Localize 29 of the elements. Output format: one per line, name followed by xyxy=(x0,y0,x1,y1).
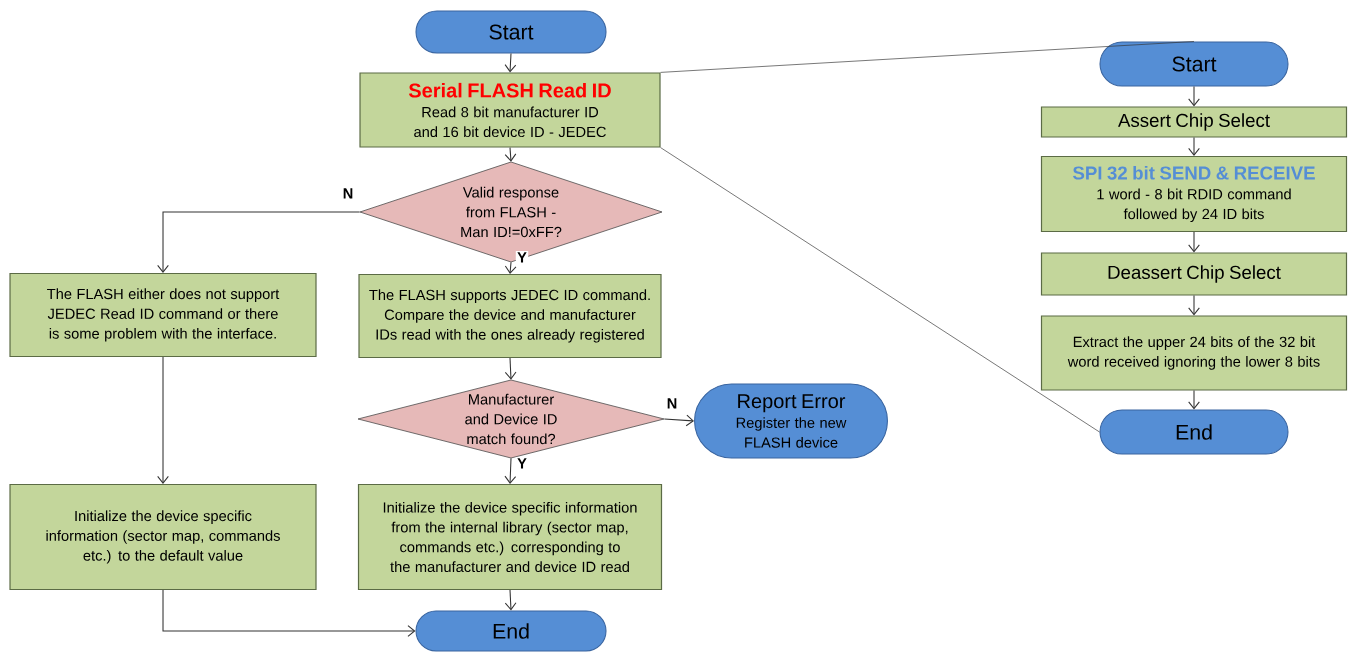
process-box: Initialize the device specific information from the internal library (sector map, commands etc.) corresponding to the manufacturer and device ID read xyxy=(357,483,663,591)
arrow xyxy=(504,457,517,484)
edge-label: N xyxy=(341,186,355,200)
arrow xyxy=(663,414,695,427)
process-box: Assert Chip Select xyxy=(1040,106,1348,138)
process-box: Initialize the device specific information (sector map, commands etc.) to the default value xyxy=(9,483,317,591)
arrow xyxy=(1188,137,1200,156)
process-box: The FLASH either does not support JEDEC Read ID command or there is some problem with the interface. xyxy=(9,272,317,358)
arrow xyxy=(504,357,517,380)
arrow xyxy=(157,356,169,484)
process-box: Serial FLASH Read ID Read 8 bit manufacturer ID and 16 bit device ID - JEDEC xyxy=(359,72,661,148)
process-box: Deassert Chip Select xyxy=(1040,252,1348,296)
arrow xyxy=(504,147,517,162)
arrow xyxy=(504,589,517,611)
edge-label: N xyxy=(665,396,679,410)
arrow xyxy=(1188,231,1200,253)
process-box: Extract the upper 24 bits of the 32 bit word received ignoring the lower 8 bits xyxy=(1040,315,1348,391)
arrow xyxy=(1188,86,1200,107)
arrow xyxy=(162,589,416,637)
process-box: The FLASH supports JEDEC ID command. Compare the device and manufacturer IDs read with the ones already registered xyxy=(358,273,662,359)
terminal-oval: End xyxy=(415,610,607,652)
edge-label: Y xyxy=(515,456,529,470)
connector-line xyxy=(660,147,1100,433)
arrow xyxy=(1188,390,1200,410)
arrow xyxy=(1188,295,1200,316)
arrow xyxy=(157,211,361,273)
arrow xyxy=(504,53,517,73)
process-box: SPI 32 bit SEND & RECEIVE 1 word - 8 bit RDID command followed by 24 ID bits xyxy=(1040,155,1348,233)
connector-line xyxy=(660,41,1195,73)
